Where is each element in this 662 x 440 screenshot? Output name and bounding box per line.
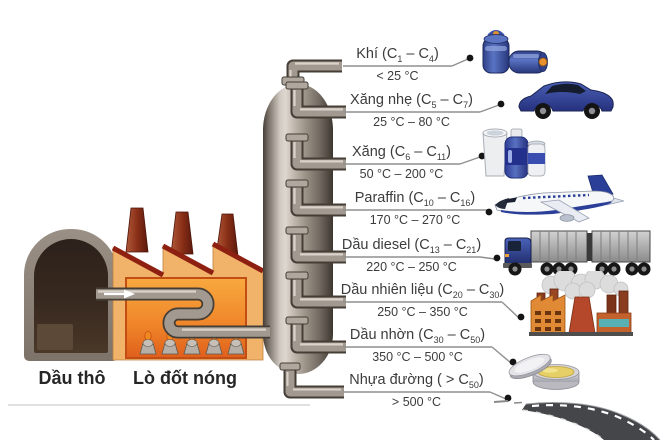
column-top-pipe [281, 59, 342, 86]
crude-oil-label: Dầu thô [38, 368, 106, 388]
road-icon [493, 400, 661, 440]
car-icon [518, 81, 614, 119]
tank-shading [37, 324, 73, 350]
airplane-icon [494, 174, 625, 223]
crude-oil-tank-interior [34, 239, 108, 353]
furnace-label: Lò đốt nóng [133, 368, 237, 388]
fraction-lines [285, 54, 525, 402]
tin-lid [508, 353, 552, 380]
factory-icon [529, 271, 633, 336]
solvent-cans-icon [482, 128, 546, 179]
column-bottom-pipe [279, 362, 344, 399]
gas-cylinders-icon [482, 30, 548, 74]
grease-tin-icon [508, 353, 580, 390]
feed-pipe [96, 287, 270, 339]
